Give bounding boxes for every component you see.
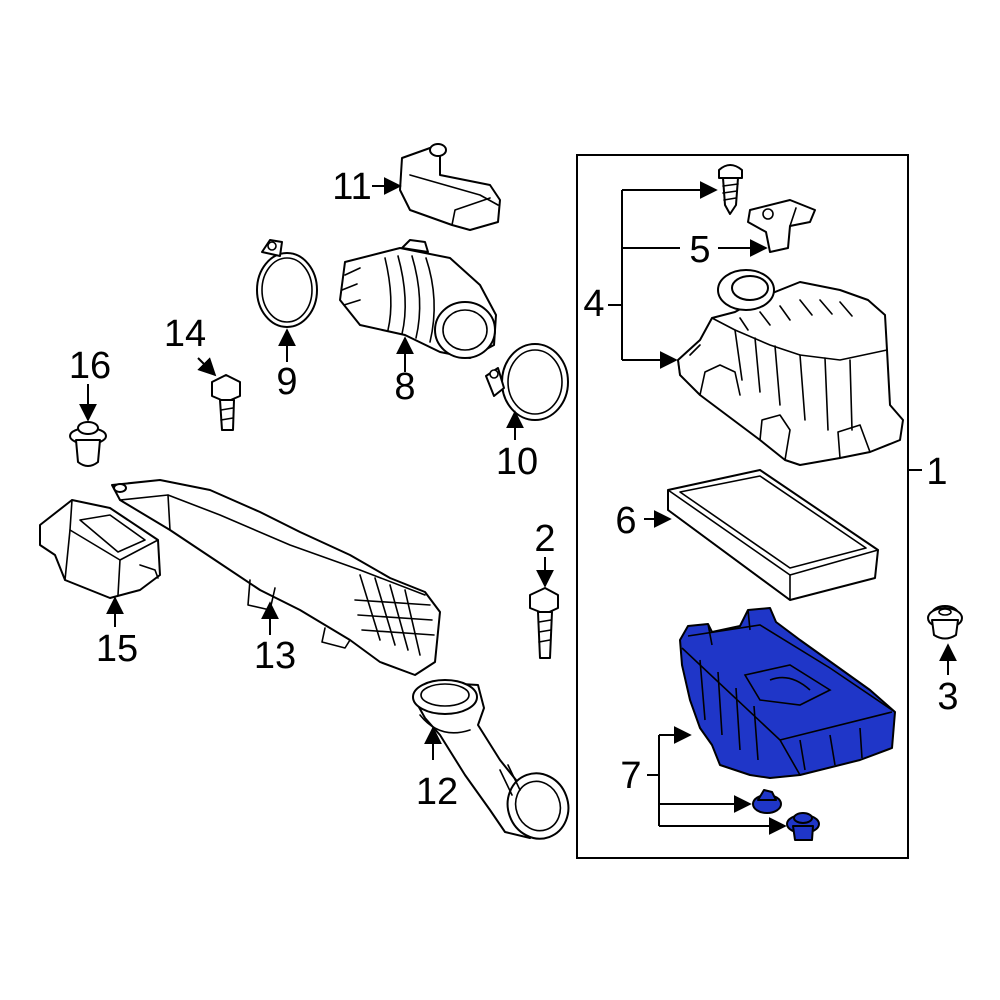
callout-6: 6	[615, 500, 636, 542]
callout-12: 12	[416, 771, 458, 813]
sensor-bracket-part	[747, 199, 816, 253]
callout-14: 14	[164, 313, 206, 355]
lower-housing-part-highlighted	[679, 607, 896, 779]
callout-16: 16	[69, 345, 111, 387]
callout-8: 8	[394, 366, 415, 408]
callout-10: 10	[496, 441, 538, 483]
callout-9: 9	[276, 361, 297, 403]
clamp-9-part	[256, 239, 318, 328]
air-filter-part	[667, 469, 879, 601]
intake-duct-13-part	[111, 479, 441, 676]
leader-14	[197, 357, 217, 377]
clip-16-part	[69, 421, 107, 467]
callout-3: 3	[937, 676, 958, 718]
bolt-2-part	[529, 587, 559, 659]
leader-7	[647, 735, 660, 826]
bolt-14-part	[211, 374, 241, 431]
resonator-11-part	[399, 143, 501, 231]
grommet-part	[786, 812, 820, 841]
clamp-10-part	[485, 343, 569, 421]
callout-4: 4	[583, 283, 604, 325]
callout-11: 11	[332, 166, 371, 208]
callout-1: 1	[926, 451, 947, 493]
upper-housing-part	[677, 269, 904, 466]
grommet-3-part	[927, 605, 963, 640]
screw-part	[718, 164, 743, 215]
callout-15: 15	[96, 628, 138, 670]
callout-13: 13	[254, 635, 296, 677]
drain-cap-part	[752, 789, 782, 814]
resonator-15-part	[39, 499, 161, 599]
leader-4	[608, 190, 623, 360]
assembly-box	[576, 154, 909, 859]
elbow-duct-12-part	[412, 679, 570, 840]
callout-5: 5	[689, 229, 710, 271]
callout-2: 2	[534, 518, 555, 560]
intake-hose-8-part	[339, 239, 497, 359]
callout-7: 7	[620, 755, 641, 797]
